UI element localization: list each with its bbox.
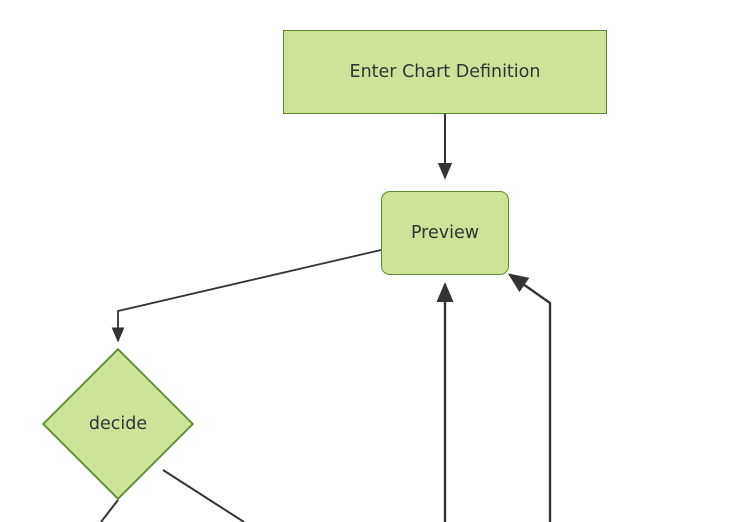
edge-bottom-right-to-preview [507,273,552,522]
node-enter-chart-definition[interactable]: Enter Chart Definition [283,30,607,114]
edge-decide-bottom-out [100,499,119,522]
node-label-enter-chart-definition: Enter Chart Definition [349,61,541,82]
node-label-preview: Preview [410,222,480,243]
node-decide[interactable]: decide [41,347,195,501]
edge-preview-to-decide [111,249,382,343]
node-preview[interactable]: Preview [381,191,509,275]
decide-diamond-shape [41,347,195,501]
edge-decide-right-out [162,469,245,522]
